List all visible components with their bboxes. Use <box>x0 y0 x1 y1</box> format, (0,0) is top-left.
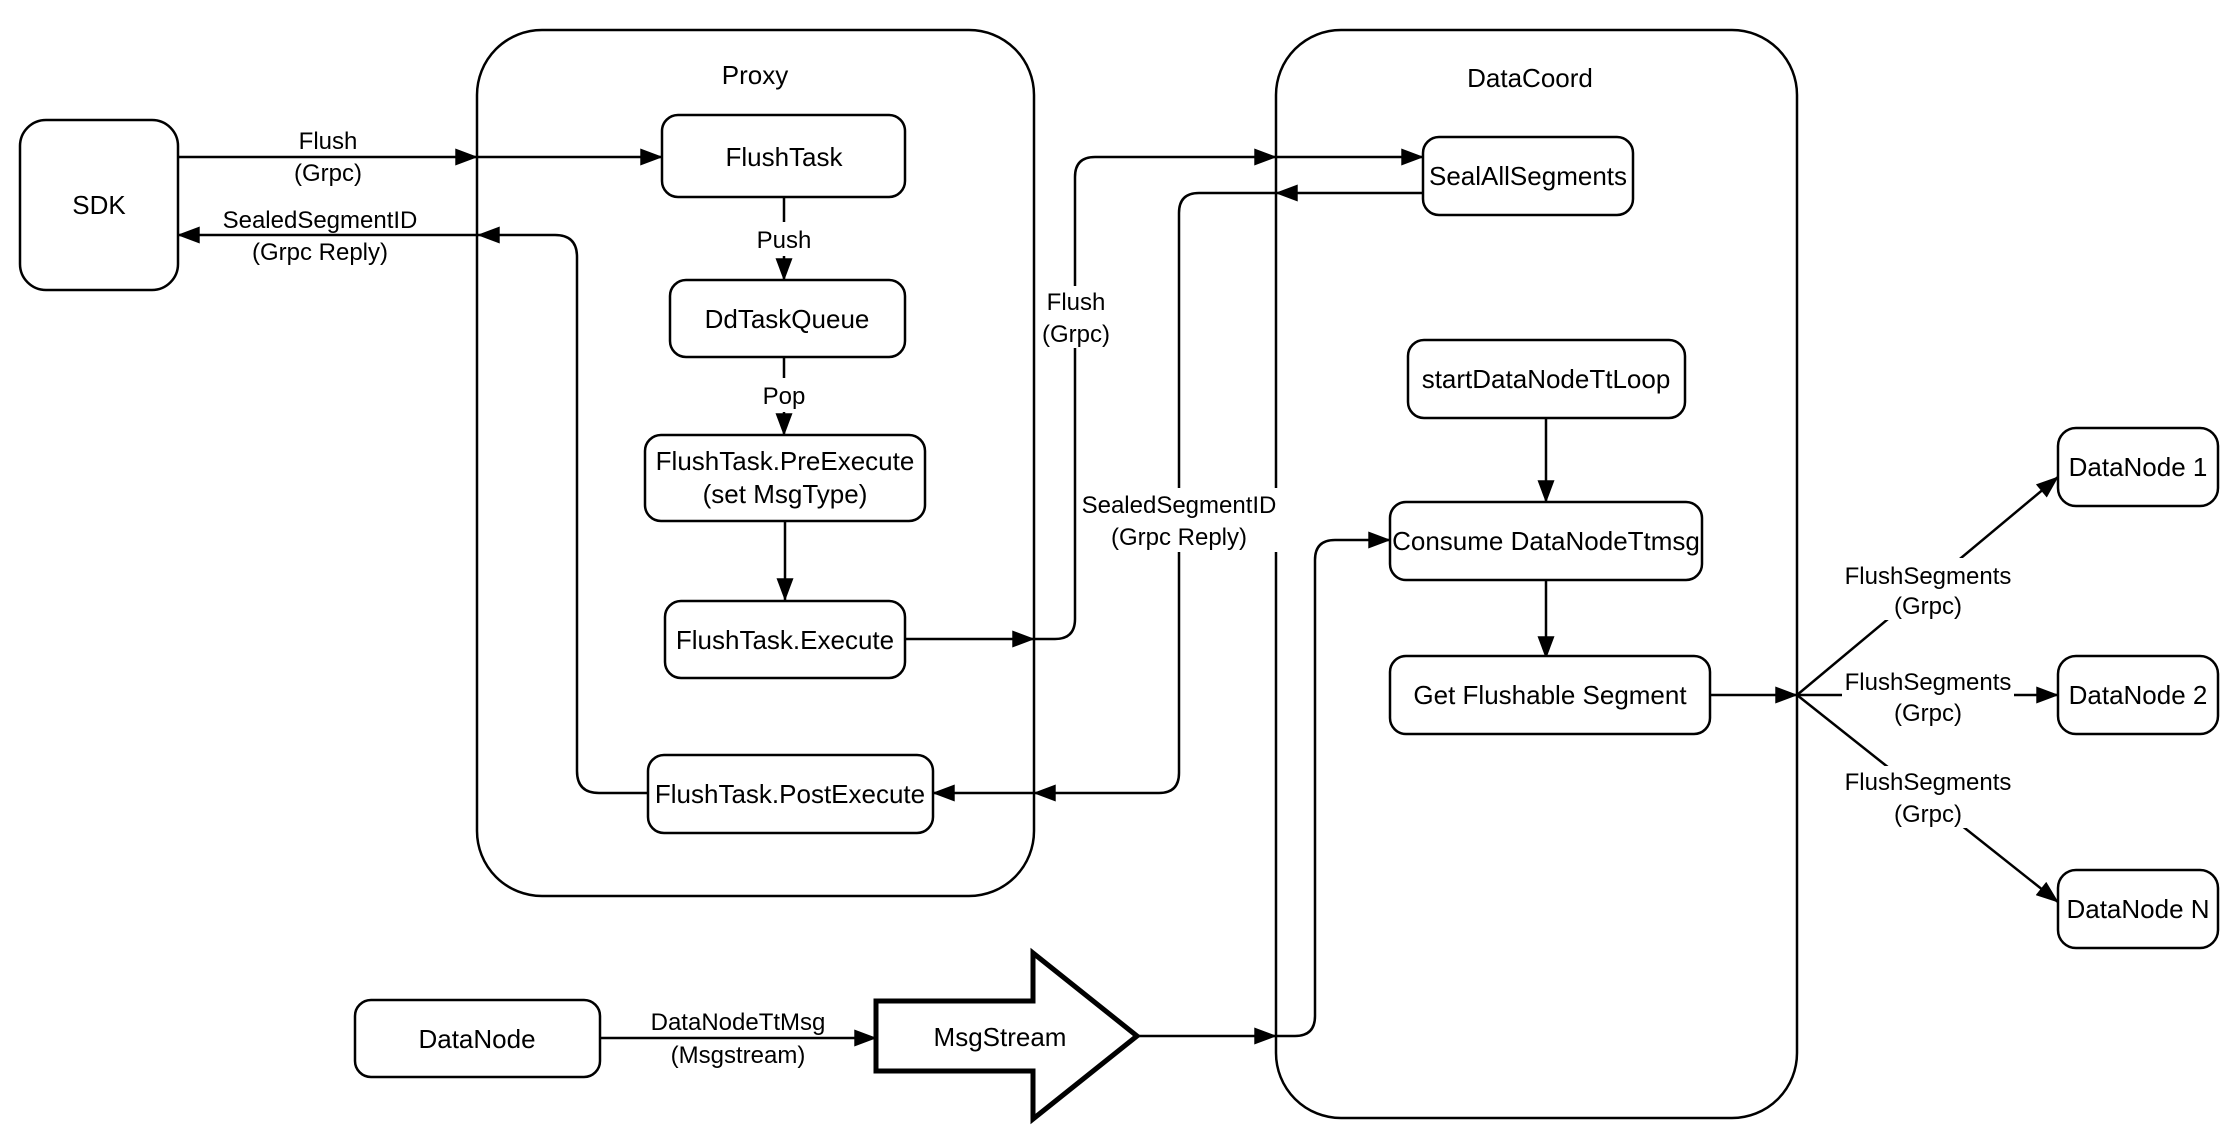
edge-label-flushsegments2-line2: (Grpc) <box>1894 700 1962 727</box>
edge-label-flush-grpc-line1: Flush <box>299 128 358 155</box>
proxy-container-label: Proxy <box>722 60 788 90</box>
node-execute: FlushTask.Execute <box>663 599 907 680</box>
preexecute-label-line2: (set MsgType) <box>703 479 868 509</box>
flushtask-box <box>660 113 907 199</box>
node-datanode1: DataNode 1 <box>2056 426 2220 508</box>
node-consumedatanodettmsg: Consume DataNodeTtmsg <box>1388 500 1704 582</box>
sdk-label: SDK <box>72 190 126 220</box>
datanode2-box <box>2056 654 2220 736</box>
sdk-box <box>18 118 180 292</box>
push-label-mask <box>753 222 815 256</box>
ddtaskqueue-label: DdTaskQueue <box>705 304 870 334</box>
flushsegments3-label-mask <box>1842 766 2014 828</box>
datacoord-container-label: DataCoord <box>1467 63 1593 93</box>
getflushablesegment-label: Get Flushable Segment <box>1413 680 1687 710</box>
startdatanodettloop-box <box>1406 338 1687 420</box>
edge-label-flush-grpc-line2: (Grpc) <box>294 160 362 187</box>
proxy-flush-label-mask <box>1038 286 1114 348</box>
node-preexecute: FlushTask.PreExecute (set MsgType) <box>643 433 927 523</box>
node-sealallsegments: SealAllSegments <box>1421 135 1635 217</box>
postexecute-box <box>646 753 935 835</box>
flushsegments2-label-mask <box>1842 666 2014 726</box>
sealallsegments-label: SealAllSegments <box>1429 161 1627 191</box>
consumedatanodettmsg-box <box>1388 500 1704 582</box>
msgstream-label: MsgStream <box>934 1022 1067 1052</box>
node-sdk: SDK <box>18 118 180 292</box>
preexecute-label-line1: FlushTask.PreExecute <box>656 446 915 476</box>
datanode1-label: DataNode 1 <box>2069 452 2208 482</box>
node-datanode2: DataNode 2 <box>2056 654 2220 736</box>
startdatanodettloop-label: startDataNodeTtLoop <box>1422 364 1671 394</box>
edge-label-flushsegments3-line1: FlushSegments <box>1845 769 2012 796</box>
proxy-container <box>475 28 1036 898</box>
datanoden-label: DataNode N <box>2066 894 2209 924</box>
flushsegments1-label-mask <box>1842 558 2014 620</box>
execute-label: FlushTask.Execute <box>676 625 894 655</box>
consumedatanodettmsg-label: Consume DataNodeTtmsg <box>1392 526 1700 556</box>
execute-box <box>663 599 907 680</box>
edge-label-proxy-reply-line1: SealedSegmentID <box>1082 492 1277 519</box>
edge-label-datanodettmsg-line1: DataNodeTtMsg <box>651 1009 826 1036</box>
datanoden-box <box>2056 868 2220 950</box>
node-startdatanodettloop: startDataNodeTtLoop <box>1406 338 1687 420</box>
edge-label-flushsegments3-line2: (Grpc) <box>1894 801 1962 828</box>
flushtask-label: FlushTask <box>725 142 843 172</box>
edge-border-up-to-consume <box>1276 531 1391 1038</box>
ddtaskqueue-box <box>668 278 907 359</box>
edge-postexecute-to-proxy-border <box>477 226 648 795</box>
edge-label-proxy-flush-line1: Flush <box>1047 289 1106 316</box>
edge-label-pop: Pop <box>763 383 806 410</box>
edge-label-datanodettmsg-line2: (Msgstream) <box>671 1042 806 1069</box>
sealallsegments-box <box>1421 135 1635 217</box>
node-postexecute: FlushTask.PostExecute <box>646 753 935 835</box>
edge-flush-up-to-datacoord-border <box>1034 148 1277 641</box>
datanode1-box <box>2056 426 2220 508</box>
getflushablesegment-box <box>1388 654 1712 736</box>
edge-label-sealedsegmentid-line1: SealedSegmentID <box>223 207 418 234</box>
edge-label-proxy-reply-line2: (Grpc Reply) <box>1111 524 1247 551</box>
datanode-bottom-box <box>353 998 602 1079</box>
proxy-reply-label-mask <box>1082 488 1278 552</box>
datanode2-label: DataNode 2 <box>2069 680 2208 710</box>
edge-label-push: Push <box>757 227 812 254</box>
edge-label-sealedsegmentid-line2: (Grpc Reply) <box>252 239 388 266</box>
msgstream-block-arrow-shape <box>873 947 1142 1125</box>
edge-label-proxy-flush-line2: (Grpc) <box>1042 321 1110 348</box>
node-datanode-bottom: DataNode <box>353 998 602 1079</box>
node-datanoden: DataNode N <box>2056 868 2220 950</box>
pop-label-mask <box>757 378 811 412</box>
node-ddtaskqueue: DdTaskQueue <box>668 278 907 359</box>
node-flushtask: FlushTask <box>660 113 907 199</box>
datanode-bottom-label: DataNode <box>418 1024 535 1054</box>
node-msgstream: MsgStream <box>873 947 1142 1125</box>
datacoord-container <box>1274 28 1799 1120</box>
edge-label-flushsegments1-line2: (Grpc) <box>1894 593 1962 620</box>
edge-label-flushsegments1-line1: FlushSegments <box>1845 563 2012 590</box>
edge-label-flushsegments2-line1: FlushSegments <box>1845 669 2012 696</box>
node-getflushablesegment: Get Flushable Segment <box>1388 654 1712 736</box>
postexecute-label: FlushTask.PostExecute <box>655 779 925 809</box>
preexecute-box <box>643 433 927 523</box>
